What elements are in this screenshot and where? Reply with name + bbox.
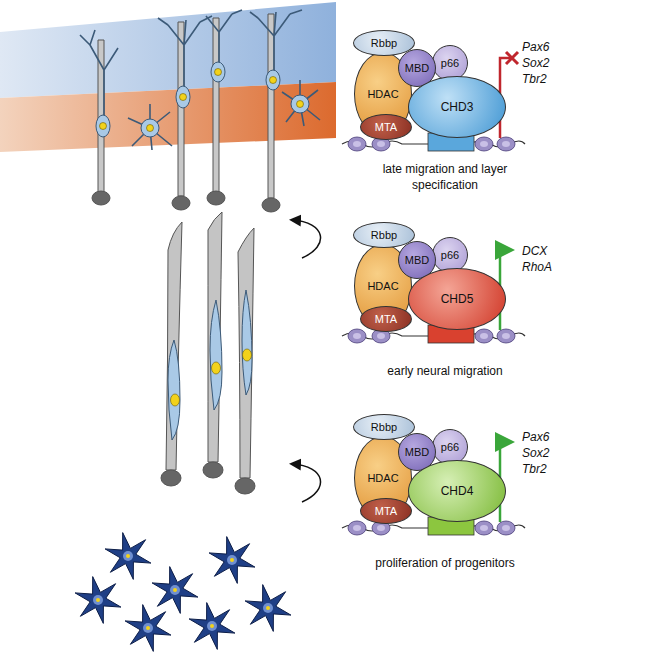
progenitor-nucleolus — [230, 558, 234, 562]
nucleosome — [475, 137, 493, 151]
progenitor-nucleolus — [96, 598, 100, 602]
nucleosome — [480, 141, 488, 147]
progenitor-cells — [75, 533, 291, 652]
progenitor-nucleolus — [210, 624, 214, 628]
nucleosome — [497, 329, 515, 343]
nucleosome — [480, 333, 488, 339]
subunit-label: MBD — [405, 63, 429, 74]
subunit-label: p66 — [441, 250, 459, 261]
subunit-label: CHD5 — [441, 293, 474, 305]
subunit-label: Rbbp — [371, 38, 397, 49]
nucleosome — [348, 521, 366, 535]
migrating-neuron — [168, 290, 252, 440]
progenitor-nucleus — [143, 623, 153, 633]
stage-caption: early neural migration — [345, 364, 545, 380]
neuron-somata — [96, 62, 309, 137]
subunit-label: MBD — [405, 255, 429, 266]
rbbp-subunit: Rbbp — [353, 30, 415, 56]
chromatin — [342, 52, 525, 535]
progenitor-cell — [125, 605, 171, 652]
gene-name: Pax6 — [522, 40, 582, 56]
progenitor-cell — [245, 585, 291, 632]
nucleosome — [353, 333, 361, 339]
progenitor-cell — [75, 577, 121, 624]
radial-glia — [92, 14, 280, 212]
subunit-label: p66 — [441, 442, 459, 453]
gene-name: DCX — [522, 244, 582, 260]
gene-name: RhoA — [522, 260, 582, 276]
subunit-label: CHD4 — [441, 485, 474, 497]
rbbp-subunit: Rbbp — [353, 222, 415, 248]
subunit-label: HDAC — [367, 473, 398, 484]
gene-name: Sox2 — [522, 446, 582, 462]
progenitor-cell — [209, 537, 255, 584]
subunit-label: HDAC — [367, 89, 398, 100]
subunit-label: MTA — [375, 314, 397, 325]
mta-subunit: MTA — [360, 498, 412, 524]
nuclei — [100, 69, 304, 132]
subunit-label: MBD — [405, 447, 429, 458]
mta-subunit: MTA — [360, 306, 412, 332]
progenitor-nucleolus — [126, 554, 130, 558]
radial-glia — [161, 212, 255, 494]
nucleosome — [497, 521, 515, 535]
nucleosome — [377, 525, 385, 531]
subunit-label: Rbbp — [371, 422, 397, 433]
progenitor-nucleus — [207, 621, 217, 631]
nucleosome — [377, 141, 385, 147]
stage-caption: proliferation of progenitors — [335, 556, 555, 572]
chd-subunit: CHD4 — [408, 460, 506, 522]
nuclei — [171, 349, 252, 406]
mta-subunit: MTA — [360, 114, 412, 140]
gene-name: Pax6 — [522, 430, 582, 446]
nucleosome — [348, 329, 366, 343]
progenitor-nucleus — [263, 603, 273, 613]
progenitor-nucleus — [170, 585, 180, 595]
gene-name: Sox2 — [522, 56, 582, 72]
neuron-dendrites — [80, 10, 320, 150]
progenitor-nucleolus — [146, 626, 150, 630]
progenitor-nucleus — [93, 595, 103, 605]
nucleosome — [353, 141, 361, 147]
progenitor-nucleus — [227, 555, 237, 565]
nucleosome — [377, 333, 385, 339]
stage-arrow — [292, 464, 321, 502]
nucleosome — [502, 333, 510, 339]
nucleosome — [475, 521, 493, 535]
progenitor-cell — [189, 603, 235, 650]
repression-x — [506, 52, 518, 64]
nucleosome — [475, 329, 493, 343]
subunit-label: MTA — [375, 506, 397, 517]
nucleosome — [502, 141, 510, 147]
chd-subunit: CHD3 — [408, 76, 506, 138]
nucleosome — [353, 525, 361, 531]
progenitor-nucleolus — [173, 588, 177, 592]
gene-name: Tbr2 — [522, 462, 582, 478]
gene-name: Tbr2 — [522, 72, 582, 88]
cortex-lower-layer — [0, 82, 336, 152]
subunit-label: MTA — [375, 122, 397, 133]
stage-caption: late migration and layer specification — [375, 162, 515, 193]
progenitor-nucleus — [123, 551, 133, 561]
rbbp-subunit: Rbbp — [353, 414, 415, 440]
stage-arrow — [292, 220, 321, 258]
subunit-label: p66 — [441, 58, 459, 69]
progenitor-nucleolus — [266, 606, 270, 610]
progenitor-cell — [152, 567, 198, 614]
subunit-label: CHD3 — [441, 101, 474, 113]
nucleosome — [502, 525, 510, 531]
progenitor-cell — [105, 533, 151, 580]
chd-subunit: CHD5 — [408, 268, 506, 330]
nucleosome — [480, 525, 488, 531]
nucleosome — [497, 137, 515, 151]
subunit-label: HDAC — [367, 281, 398, 292]
nucleosome — [348, 137, 366, 151]
cortex-upper-layer — [0, 2, 336, 98]
subunit-label: Rbbp — [371, 230, 397, 241]
